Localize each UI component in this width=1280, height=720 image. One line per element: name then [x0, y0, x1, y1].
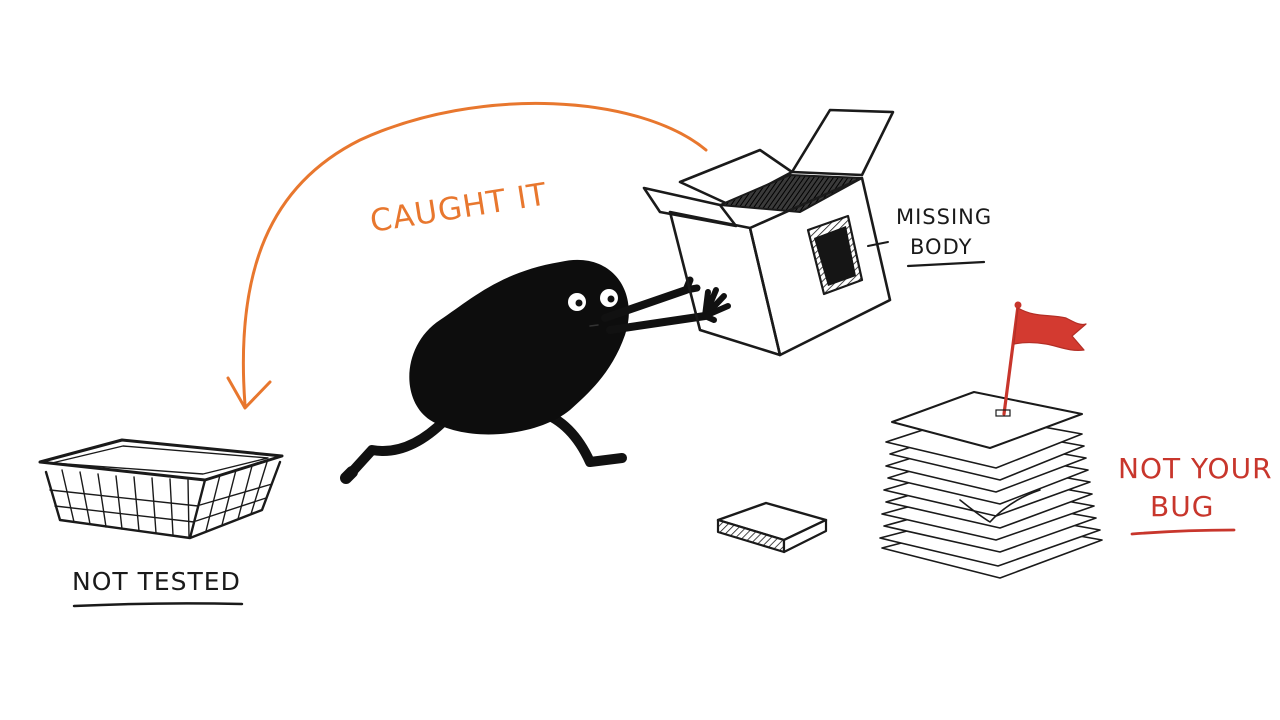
caught-it-label: CAUGHT IT [368, 176, 550, 240]
bug-label: BUG [1150, 490, 1214, 523]
not-your-bug-underline [1130, 528, 1236, 536]
not-tested-label: NOT TESTED [72, 567, 241, 596]
basket-body [44, 460, 282, 540]
mouth [589, 324, 599, 327]
missing-body-underline [906, 260, 986, 268]
missing-label: MISSING [896, 205, 992, 229]
missing-body-pointer [867, 241, 889, 247]
box-hole-shadow [814, 226, 856, 286]
arrow-curve [241, 101, 708, 407]
box-right-flap [790, 108, 895, 177]
bean-character [340, 259, 731, 484]
curved-arrow-icon [226, 101, 708, 410]
bean-body [409, 259, 629, 435]
basket-inner-rim [51, 445, 269, 475]
box-side-face [748, 176, 892, 357]
wire-basket-icon [38, 438, 284, 540]
arrow-head [226, 376, 272, 410]
paper-top-sheet [891, 391, 1083, 449]
red-flag-icon [995, 301, 1087, 417]
lower-arm [606, 312, 709, 334]
back-foot [340, 466, 358, 484]
upper-arm [601, 286, 690, 322]
back-leg [347, 415, 450, 477]
eyes [568, 289, 618, 311]
flag-base [995, 409, 1011, 417]
box-front-flap [642, 186, 738, 228]
small-block-icon [716, 501, 828, 554]
not-tested-underline [72, 602, 244, 608]
flag-pole-top [1014, 301, 1022, 309]
basket-wires [49, 461, 273, 538]
paper-stack-icon [879, 391, 1103, 579]
block-side [782, 518, 828, 554]
open-cardboard-box-icon [642, 108, 895, 357]
basket-rim [38, 438, 284, 482]
paper-sheet-curled [959, 489, 1041, 523]
box-opening [719, 174, 863, 213]
flag-cloth [1013, 307, 1087, 351]
body-label: BODY [910, 235, 972, 259]
hand-right [702, 287, 731, 323]
not-your-label: NOT YOUR [1118, 452, 1273, 485]
